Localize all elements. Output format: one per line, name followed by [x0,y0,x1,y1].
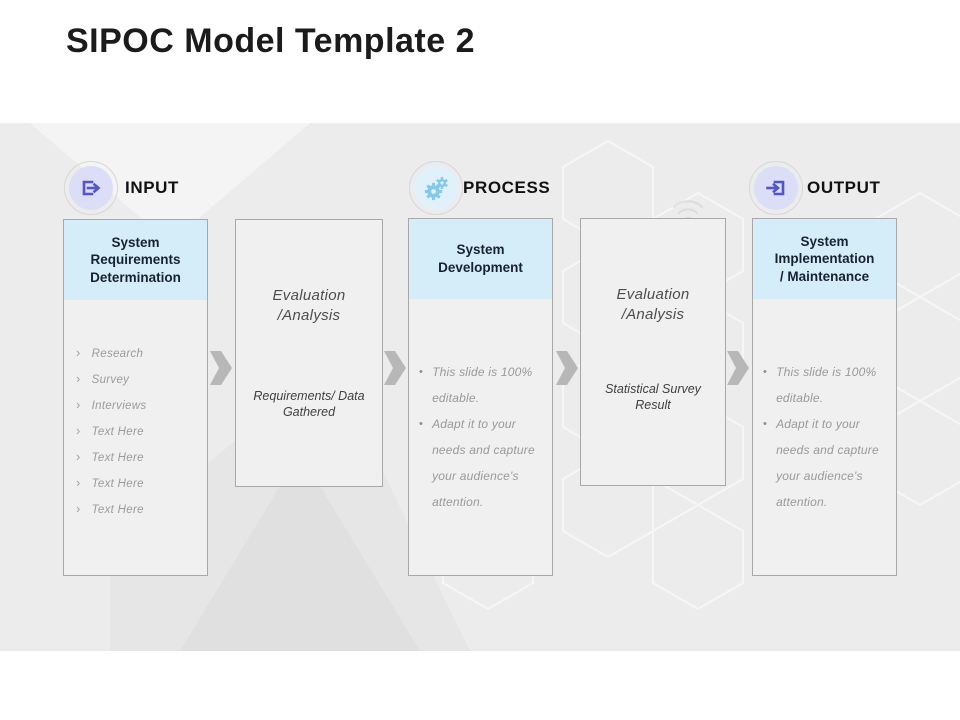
list-item-label: Interviews [91,400,147,412]
chevron-bullet-icon: › [76,449,81,464]
bullet-item-label: This slide is 100% editable. [776,365,877,405]
bullet-item-label: Adapt it to your needs and capture your … [776,417,879,509]
list-item: › Survey [76,371,197,397]
bullet-item: • This slide is 100% editable. [419,359,542,411]
section-label-output: OUTPUT [807,178,881,197]
bullet-item-label: Adapt it to your needs and capture your … [432,417,535,509]
process-box-header: System Development [409,219,552,299]
output-box-header: System Implementation / Maintenance [753,219,896,299]
chevron-bullet-icon: › [76,345,81,360]
list-item: › Interviews [76,397,197,423]
process-bullet-list: • This slide is 100% editable. • Adapt it … [409,359,552,515]
list-item-label: Text Here [91,452,144,464]
process-icon-ring [409,161,463,215]
dot-bullet-icon: • [419,366,424,378]
input-box-header: System Requirements Determination [64,220,207,300]
flow-arrow-icon [556,351,578,385]
evaluation-box-1: Evaluation /Analysis Requirements/ Data … [235,219,383,487]
evaluation-title: Evaluation /Analysis [616,286,690,323]
gears-icon [414,166,458,210]
list-item-label: Text Here [91,504,144,516]
output-bullet-list: • This slide is 100% editable. • Adapt it … [753,359,896,515]
import-arrow-icon [754,166,798,210]
chevron-bullet-icon: › [76,475,81,490]
section-label-input: INPUT [125,178,179,197]
list-item: › Text Here [76,423,197,449]
chevron-bullet-icon: › [76,501,81,516]
flow-arrow-icon [210,351,232,385]
list-item: › Text Here [76,501,197,527]
bullet-item-label: This slide is 100% editable. [432,365,533,405]
input-box: System Requirements Determination › Resea… [63,219,208,576]
bullet-item: • Adapt it to your needs and capture your… [763,411,886,515]
input-icon-ring [64,161,118,215]
bullet-item: • Adapt it to your needs and capture your… [419,411,542,515]
evaluation-result: Requirements/ Data Gathered [253,389,365,419]
list-item-label: Text Here [91,478,144,490]
chevron-bullet-icon: › [76,423,81,438]
dot-bullet-icon: • [763,418,768,430]
evaluation-result: Statistical Survey Result [605,382,701,412]
flow-arrow-icon [727,351,749,385]
evaluation-box-2: Evaluation /Analysis Statistical Survey … [580,218,726,486]
list-item-label: Text Here [91,426,144,438]
page-title: SIPOC Model Template 2 [66,22,476,60]
chevron-bullet-icon: › [76,397,81,412]
list-item: › Text Here [76,449,197,475]
export-arrow-icon [69,166,113,210]
output-icon-ring [749,161,803,215]
process-box: System Development • This slide is 100% e… [408,218,553,576]
bullet-item: • This slide is 100% editable. [763,359,886,411]
list-item-label: Survey [91,374,130,386]
list-item: › Research [76,345,197,371]
output-box: System Implementation / Maintenance • Thi… [752,218,897,576]
flow-arrow-icon [384,351,406,385]
input-item-list: › Research › Survey › Interviews › Text Here… [64,345,207,527]
list-item-label: Research [91,348,144,360]
dot-bullet-icon: • [763,366,768,378]
chevron-bullet-icon: › [76,371,81,386]
background-shape [30,123,310,243]
list-item: › Text Here [76,475,197,501]
dot-bullet-icon: • [419,418,424,430]
section-label-process: PROCESS [463,178,551,197]
evaluation-title: Evaluation /Analysis [272,287,346,324]
